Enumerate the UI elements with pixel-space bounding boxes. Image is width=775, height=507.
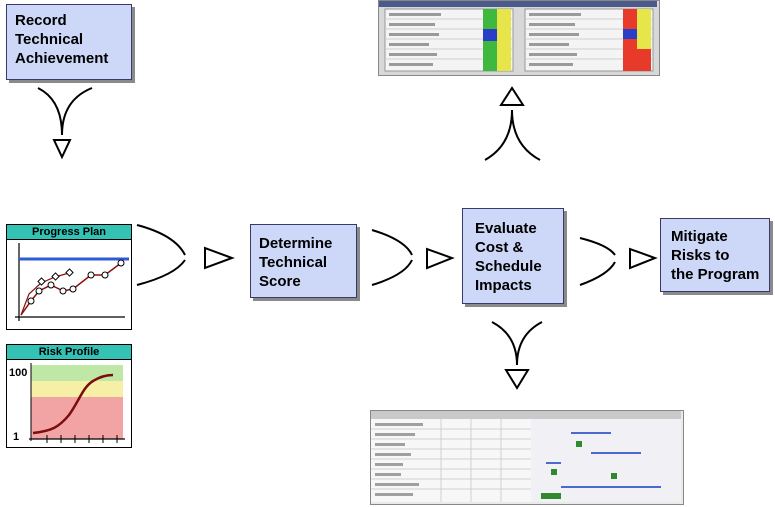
plan-point: [117, 259, 125, 267]
evaluate-line-4: Impacts: [475, 277, 532, 294]
plan-point: [87, 271, 95, 279]
mitigate-line-1: Mitigate: [671, 228, 728, 245]
plan-point: [101, 271, 109, 279]
arrow-head-determine: [426, 247, 455, 270]
arrow-evaluate-in-bottom: [579, 261, 616, 286]
arrow-head-plan: [204, 246, 235, 270]
arrow-head-evaluate: [629, 247, 658, 270]
risk-matrix-thumbnail: [378, 0, 660, 76]
mitigate-line-3: the Program: [671, 266, 760, 283]
arrow-head-down: [504, 369, 530, 390]
plan-point: [59, 287, 67, 295]
record-line-3: Achievement: [15, 50, 109, 67]
risk-zone-yellow: [31, 381, 123, 397]
plan-point: [27, 297, 35, 305]
plan-marker: [65, 268, 74, 277]
risk-profile-panel: Risk Profile 100 1: [6, 344, 132, 448]
risk-curve: [32, 373, 114, 435]
arrow-determine-in-top: [371, 229, 413, 256]
plan-point: [47, 281, 55, 289]
arrow-plan-in-top: [136, 224, 186, 256]
arrow-down-curves: [491, 321, 543, 366]
evaluate-line-2: Cost &: [475, 239, 524, 256]
determine-score-box: Determine Technical Score: [250, 224, 357, 298]
record-line-1: Record: [15, 12, 67, 29]
evaluate-impacts-box: Evaluate Cost & Schedule Impacts: [462, 208, 564, 304]
risk-profile-y-top: 100: [9, 367, 28, 379]
arrow-record-down: [37, 87, 93, 136]
risk-profile-chart: [29, 363, 125, 443]
evaluate-line-1: Evaluate: [475, 220, 537, 237]
determine-line-2: Technical: [259, 254, 328, 271]
progress-plan-chart: [15, 243, 129, 321]
plan-marker: [37, 277, 46, 286]
record-achievement-box: Record Technical Achievement: [6, 4, 132, 80]
plan-point: [69, 285, 77, 293]
progress-plan-panel: Progress Plan: [6, 224, 132, 330]
plan-marker: [51, 272, 60, 281]
arrow-plan-in-bottom: [136, 259, 186, 286]
progress-plan-title: Progress Plan: [7, 225, 131, 240]
mitigate-risks-box: Mitigate Risks to the Program: [660, 218, 770, 292]
arrow-up-curves: [484, 109, 541, 161]
mitigate-line-2: Risks to: [671, 247, 730, 264]
arrow-head-record: [52, 139, 72, 160]
arrow-head-up: [499, 86, 525, 106]
risk-zone-green: [31, 365, 123, 381]
arrow-determine-in-bottom: [371, 259, 413, 286]
determine-line-1: Determine: [259, 235, 333, 252]
risk-profile-y-bottom: 1: [13, 431, 20, 443]
schedule-gantt-thumbnail: [370, 410, 684, 505]
record-line-2: Technical: [15, 31, 84, 48]
arrow-evaluate-in-top: [579, 237, 616, 256]
determine-line-3: Score: [259, 273, 301, 290]
plan-point: [35, 287, 43, 295]
evaluate-line-3: Schedule: [475, 258, 542, 275]
risk-profile-title: Risk Profile: [7, 345, 131, 360]
